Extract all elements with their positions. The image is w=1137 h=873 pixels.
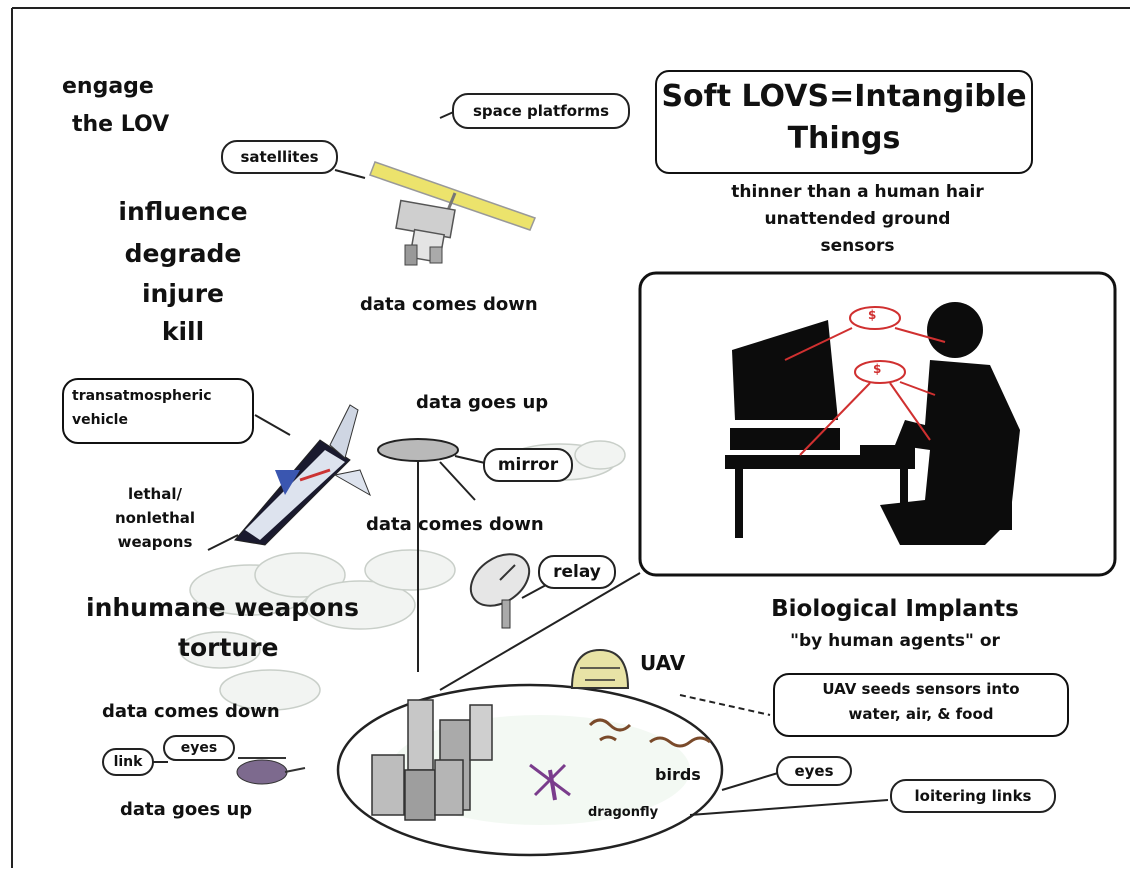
- satellites-label: satellites: [221, 140, 338, 174]
- mirror-label: mirror: [483, 448, 573, 482]
- data-goes-up-text: data goes up: [416, 392, 549, 413]
- lethal-text: lethal/: [128, 485, 182, 503]
- uav-text: UAV: [640, 651, 686, 675]
- connector-satellites: [334, 169, 366, 179]
- transatmospheric-label: [62, 378, 254, 444]
- uav-seeds-line1: UAV seeds sensors into: [822, 680, 1020, 698]
- jet-icon: [234, 404, 371, 546]
- loitering-links-label: loitering links: [890, 779, 1056, 813]
- birds-icon: [588, 718, 711, 748]
- uav-seeds-box: [773, 673, 1069, 737]
- connector-mirror: [454, 455, 486, 464]
- tracker-tags: [784, 306, 946, 456]
- uav-seeds-line2: water, air, & food: [848, 705, 994, 723]
- injure-text: injure: [141, 279, 225, 308]
- sensors-text: sensors: [820, 236, 895, 256]
- title-line1: Soft LOVS=Intangible: [661, 79, 1027, 114]
- kill-text: kill: [161, 317, 205, 346]
- nonlethal-text: nonlethal: [114, 509, 196, 527]
- mirror-disc-icon: [377, 438, 459, 462]
- data-comes-down-left-text: data comes down: [102, 701, 280, 722]
- title-line2: Things: [787, 121, 901, 156]
- transatmospheric-label-line2: vehicle: [72, 412, 128, 428]
- helicopter-icon: [236, 757, 306, 785]
- computer-user-frame: [638, 271, 1117, 577]
- relay-label: relay: [538, 555, 616, 589]
- thinner-text: thinner than a human hair: [731, 182, 984, 202]
- dragonfly-icon: [529, 763, 571, 801]
- space-platforms-label: space platforms: [452, 93, 630, 129]
- degrade-text: degrade: [124, 239, 242, 268]
- inhumane-weapons-text: inhumane weapons: [86, 593, 360, 622]
- data-comes-down-mid-text: data comes down: [366, 514, 544, 535]
- engage-text: engage: [62, 74, 154, 99]
- uav-dashed-line: [679, 694, 771, 716]
- connector-data-down: [439, 461, 476, 501]
- eyes-left-label: eyes: [163, 735, 235, 761]
- computer-user-silhouette-icon: [725, 302, 1020, 545]
- eyes-right-label: eyes: [776, 756, 852, 786]
- birds-text: birds: [655, 765, 701, 784]
- connector-weapons: [207, 534, 239, 551]
- weapons-text: weapons: [117, 533, 193, 551]
- connector-relay: [521, 584, 547, 599]
- tracker-tag-2: $: [873, 362, 882, 376]
- the-lov-text: the LOV: [72, 112, 170, 137]
- tracker-tag-1: $: [868, 308, 877, 322]
- torture-text: torture: [178, 633, 279, 662]
- relay-dish-icon: [469, 553, 531, 629]
- connector-eyes-right: [721, 772, 779, 791]
- dragonfly-text: dragonfly: [588, 805, 659, 820]
- uav-icon: [570, 648, 630, 689]
- title-box: [655, 70, 1033, 174]
- unattended-text: unattended ground: [764, 209, 951, 229]
- influence-text: influence: [118, 197, 248, 226]
- link-label: link: [102, 748, 154, 776]
- connector-transatmospheric: [254, 414, 291, 436]
- space-station-icon: [369, 161, 536, 266]
- city-buildings-icon: [371, 699, 493, 821]
- data-goes-up-bottom-text: data goes up: [120, 799, 253, 820]
- connector-loitering: [689, 799, 889, 816]
- by-human-agents-text: "by human agents" or: [790, 631, 1000, 651]
- biological-implants-text: Biological Implants: [771, 596, 1019, 622]
- transatmospheric-label-line1: transatmospheric: [72, 388, 212, 404]
- connector-ground-to-computer: [439, 572, 641, 691]
- data-comes-down-top-text: data comes down: [360, 294, 538, 315]
